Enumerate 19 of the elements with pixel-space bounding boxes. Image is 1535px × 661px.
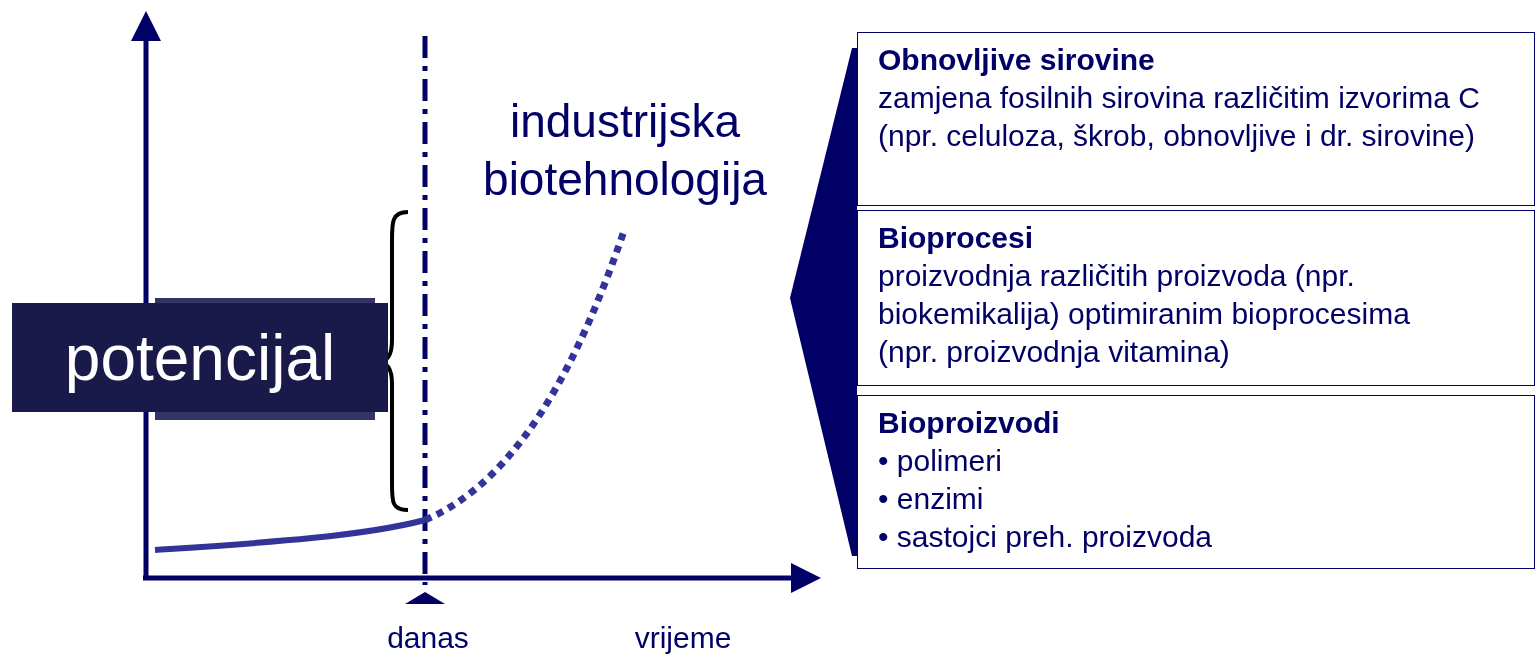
label-text: potencijal <box>64 320 336 395</box>
box-heading: Bioprocesi <box>878 220 1035 256</box>
box-text: zamjena fosilnih sirovina različitim izvorima C <box>878 80 1481 116</box>
box-heading: Obnovljive sirovine <box>878 42 1156 78</box>
info-box <box>857 395 1535 569</box>
box-text: (npr. proizvodnja vitamina) <box>878 334 1231 370</box>
axis-label: danas <box>386 620 470 656</box>
curve-label: industrijska biotehnologija <box>482 94 768 207</box>
callout-wedge <box>790 48 857 556</box>
box-text: proizvodnja različitih proizvoda (npr. biokemikalija) optimiranim bioprocesima <box>878 258 1411 332</box>
bullet-item: • polimeri <box>878 443 1003 479</box>
bullet-item: • sastojci preh. proizvoda <box>878 519 1213 555</box>
box-heading: Bioproizvodi <box>878 405 1061 441</box>
label-box <box>12 303 388 412</box>
axis-label: vrijeme <box>633 620 733 656</box>
info-box <box>857 32 1535 206</box>
info-box <box>857 210 1535 386</box>
bullet-item: • enzimi <box>878 481 985 517</box>
box-text: (npr. celuloza, škrob, obnovljive i dr. sirovine) <box>878 118 1476 154</box>
